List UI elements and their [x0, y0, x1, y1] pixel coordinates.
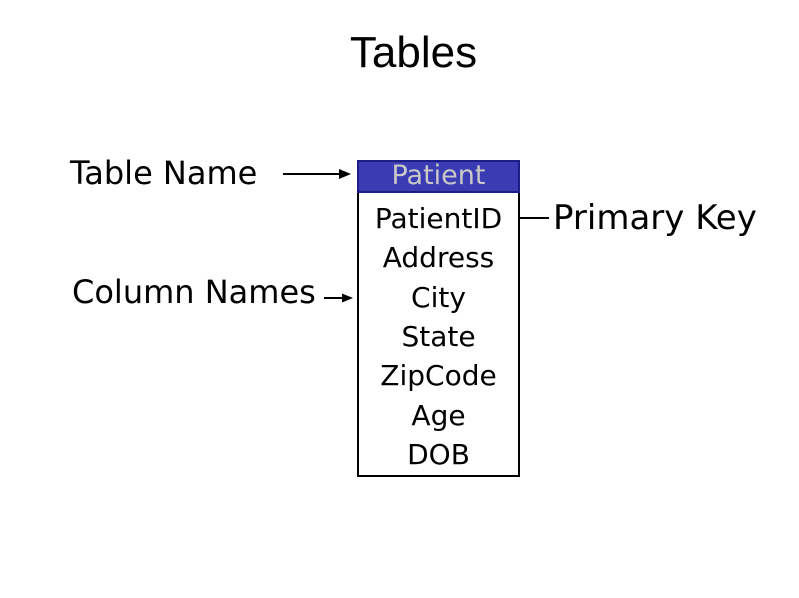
patient-table: Patient PatientID Address City State Zip…: [357, 160, 520, 477]
table-row: ZipCode: [380, 359, 497, 393]
table-row: DOB: [407, 438, 470, 472]
table-row: City: [411, 280, 466, 314]
table-row: Address: [382, 241, 495, 275]
table-row: PatientID: [374, 201, 503, 235]
table-body: PatientID Address City State ZipCode Age…: [357, 193, 520, 477]
arrow-right-icon: [283, 169, 351, 179]
table-row: Age: [411, 398, 466, 432]
slide-title: Tables: [349, 28, 478, 77]
column-names-label: Column Names: [72, 273, 316, 311]
table-header: Patient: [357, 160, 520, 193]
arrow-right-icon: [324, 293, 353, 303]
primary-key-label: Primary Key: [553, 198, 757, 238]
table-name-label: Table Name: [70, 154, 258, 192]
table-row: State: [401, 319, 476, 353]
